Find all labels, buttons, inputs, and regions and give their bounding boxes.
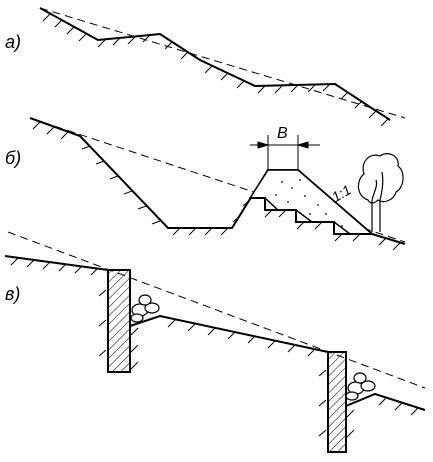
panel-v-ground-hatching bbox=[10, 257, 419, 438]
panel-b-ground-hatching bbox=[32, 121, 401, 251]
panel-a-original-slope-dashed bbox=[39, 7, 406, 119]
panel-a-label: a) bbox=[5, 32, 21, 52]
panel-b-fill-dots bbox=[275, 179, 343, 227]
panel-v-upper-ground bbox=[4, 255, 109, 271]
panel-v-original-slope-dashed bbox=[7, 231, 426, 389]
tree-icon bbox=[357, 153, 404, 232]
panel-b: B 1:1 б) bbox=[5, 117, 406, 251]
panel-b-label: б) bbox=[5, 148, 21, 168]
panel-b-dimension-label: B bbox=[277, 125, 288, 142]
panel-a: a) bbox=[5, 7, 406, 127]
retaining-wall-lower bbox=[327, 351, 347, 453]
panel-a-ground-hatching bbox=[42, 13, 389, 127]
panel-b-fill-embankment bbox=[248, 169, 375, 235]
panel-a-ground-profile bbox=[39, 7, 391, 121]
panel-v-label: в) bbox=[5, 284, 20, 304]
retaining-wall-upper bbox=[107, 269, 131, 373]
rubble-stones-upper bbox=[130, 294, 160, 323]
panel-v-lower-ground bbox=[345, 392, 426, 411]
panel-v: в) bbox=[4, 231, 426, 453]
panel-b-dimension-b bbox=[250, 135, 320, 170]
rubble-stones-lower bbox=[345, 372, 376, 401]
panel-v-middle-ground bbox=[129, 314, 329, 353]
